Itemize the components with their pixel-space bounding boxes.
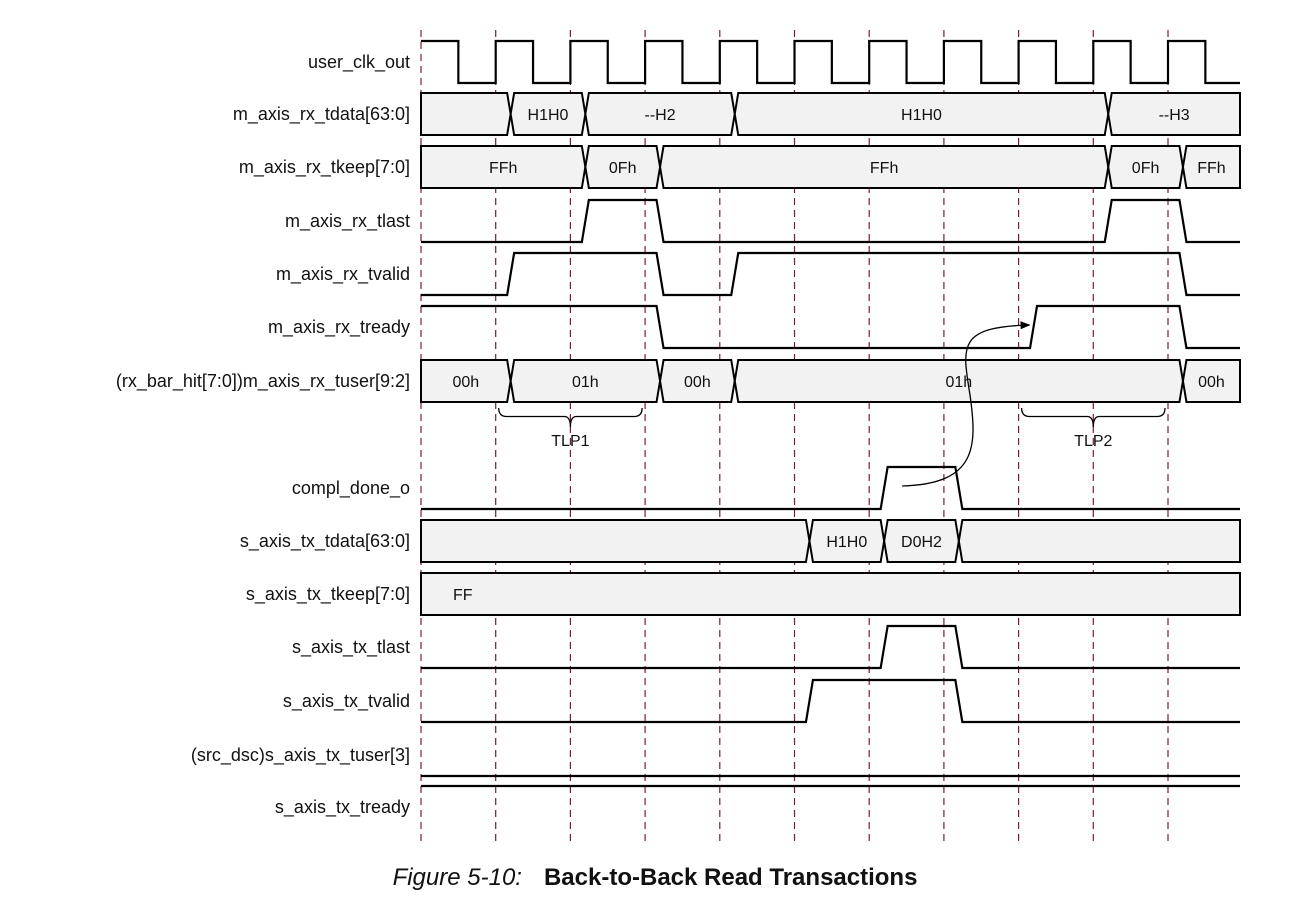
signal-5 [421,304,1240,350]
signal-1: H1H0 --H2 H1H0 --H3 [420,92,1241,136]
signal-name: m_axis_rx_tready [268,317,410,338]
bus-value: 00h [452,374,479,391]
bus-segment [957,519,1241,563]
signal-4 [421,251,1240,297]
signal-3 [421,198,1240,244]
waveform-line [421,465,1240,511]
bus-value: --H2 [644,107,675,124]
bus-segment [420,92,512,136]
signal-labels: user_clk_out m_axis_rx_tdata[63:0] m_axis_… [116,52,410,818]
bus-value: H1H0 [826,534,867,551]
timing-diagram: user_clk_out m_axis_rx_tdata[63:0] m_axis_… [116,30,1241,842]
waveform-line [421,198,1240,244]
annotations: TLP1 TLP2 [498,321,1166,487]
waveform-line [421,251,1240,297]
bus-segment [1181,145,1241,189]
bus-segment [420,145,587,189]
bus-value: FFh [1197,160,1225,177]
signal-9: FF [420,572,1241,616]
signal-name: s_axis_tx_tdata[63:0] [240,531,410,552]
bus-segment [420,359,512,403]
tlp-bracket [1020,407,1166,428]
bus-value: FFh [489,160,517,177]
bus-segment [1107,92,1241,136]
bus-value: 00h [1198,374,1225,391]
bus-value: 01h [945,374,972,391]
bus-value: --H3 [1159,107,1190,124]
signal-name: m_axis_rx_tlast [285,211,410,232]
signal-name: user_clk_out [308,52,410,73]
bus-segment [420,519,811,563]
bus-value: FFh [870,160,898,177]
bus-value: 00h [684,374,711,391]
signal-name: m_axis_rx_tdata[63:0] [233,104,410,125]
signal-name: s_axis_tx_tkeep[7:0] [246,584,410,605]
signal-11 [421,678,1240,724]
signal-name: (src_dsc)s_axis_tx_tuser[3] [191,745,410,766]
signal-8: H1H0 D0H2 [420,519,1241,563]
bus-value: FF [453,587,473,604]
signal-name: s_axis_tx_tlast [292,637,410,658]
tlp-label: TLP2 [1074,433,1112,450]
waveform-line [421,678,1240,724]
signal-0 [421,39,1240,85]
bus-segment [1181,359,1241,403]
signal-10 [421,624,1240,670]
bus-value: D0H2 [901,534,942,551]
signal-6: 00h 01h 00h 01h 00h [420,359,1241,403]
tlp-bracket [498,407,643,428]
signal-name: compl_done_o [292,478,410,499]
figure-title: Back-to-Back Read Transactions [543,864,918,891]
bus-segment [420,572,1241,616]
waveform-line [421,304,1240,350]
signal-name: m_axis_rx_tkeep[7:0] [239,157,410,178]
bus-value: 01h [572,374,599,391]
bus-value: 0Fh [1132,160,1160,177]
figure-number: Figure 5-10: [392,864,522,891]
clock-waveform [421,39,1240,85]
signal-name: s_axis_tx_tvalid [283,691,410,712]
figure-caption: Figure 5-10: Back-to-Back Read Transactio… [0,864,1310,892]
bus-value: H1H0 [528,107,569,124]
bus-value: H1H0 [901,107,942,124]
signal-name: s_axis_tx_tready [275,797,410,818]
signal-2: FFh 0Fh FFh 0Fh FFh [420,145,1241,189]
tlp-label: TLP1 [551,433,589,450]
signal-name: m_axis_rx_tvalid [276,264,410,285]
bus-value: 0Fh [609,160,637,177]
waveform-line [421,624,1240,670]
causality-arrow [902,321,1031,487]
signal-7 [421,465,1240,511]
signal-name: (rx_bar_hit[7:0])m_axis_rx_tuser[9:2] [116,371,410,392]
